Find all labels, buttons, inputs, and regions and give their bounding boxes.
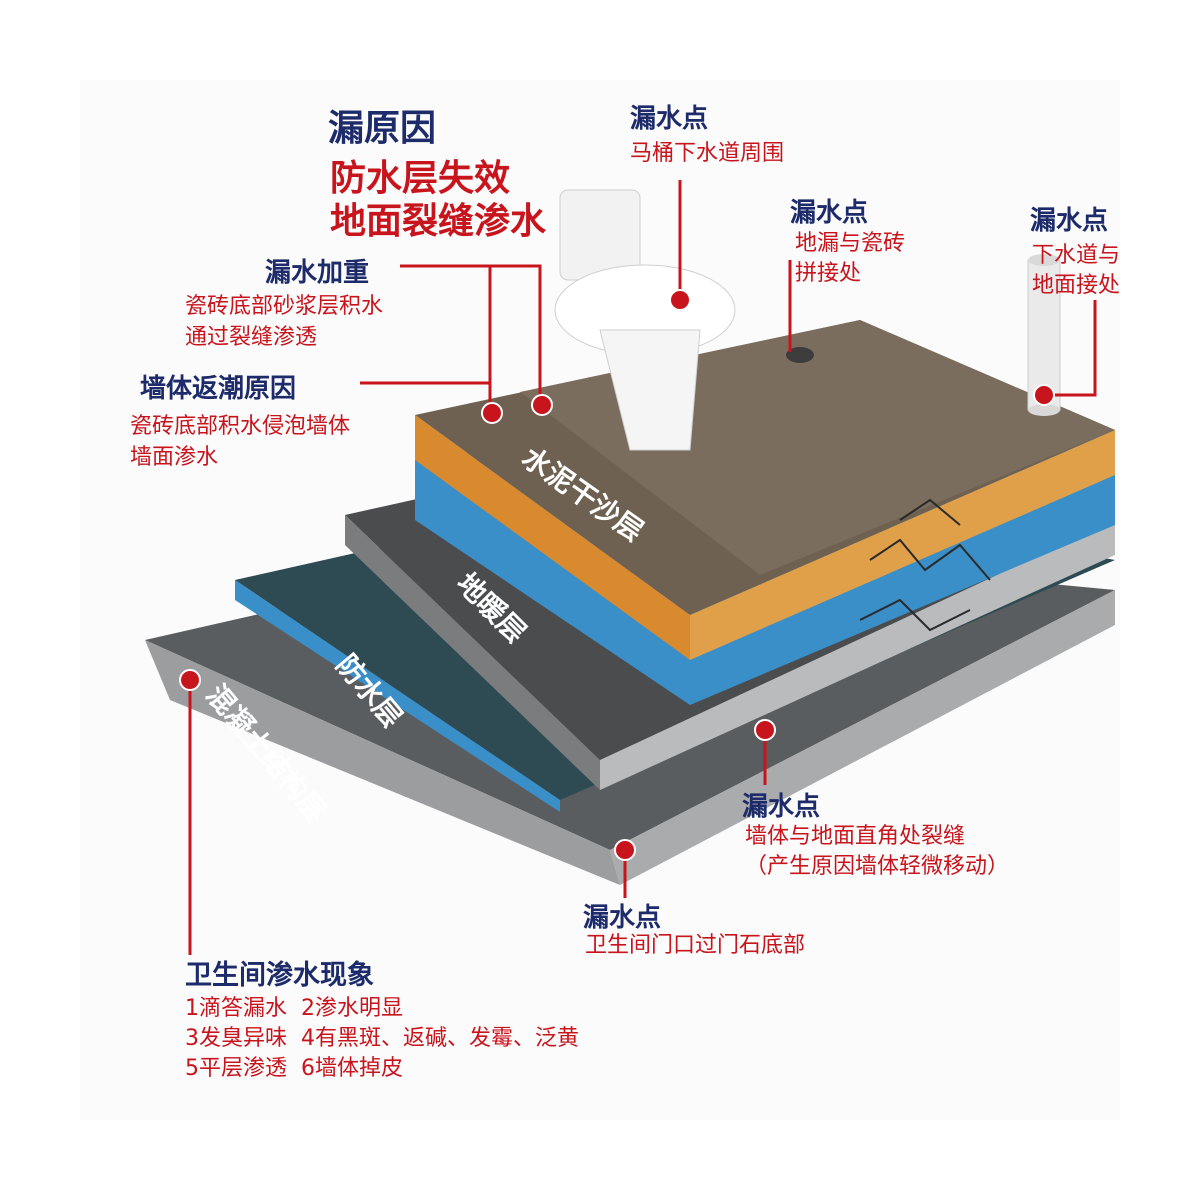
drain-leak-line-2: 拼接处 xyxy=(795,260,861,289)
cause-line-1: 防水层失效 xyxy=(330,158,510,199)
wall-damp-line-1: 瓷砖底部积水侵泡墙体 xyxy=(130,413,350,442)
toilet-leak-line-1: 马桶下水道周围 xyxy=(630,140,784,169)
drain-leak-line-1: 地漏与瓷砖 xyxy=(795,230,905,259)
symptoms-row-1: 1滴答漏水 2渗水明显 xyxy=(185,995,403,1024)
corner-leak-heading: 漏水点 xyxy=(742,786,820,823)
drain-leak-heading: 漏水点 xyxy=(790,192,868,229)
corner-leak-line-2: （产生原因墙体轻微移动） xyxy=(745,853,1009,882)
pipe-leak-line-2: 地面接处 xyxy=(1032,272,1120,301)
door-leak-line-1: 卫生间门口过门石底部 xyxy=(585,932,805,961)
aggravation-heading: 漏水加重 xyxy=(265,252,369,289)
symptoms-row-2: 3发臭异味 4有黑斑、返碱、发霉、泛黄 xyxy=(185,1025,579,1054)
pipe-leak-callout: 漏水点 下水道与 地面接处 xyxy=(1030,200,1130,310)
wall-damp-heading: 墙体返潮原因 xyxy=(140,368,296,405)
toilet-leak-heading: 漏水点 xyxy=(630,98,708,135)
pipe-leak-line-1: 下水道与 xyxy=(1032,242,1120,271)
symptoms-heading: 卫生间渗水现象 xyxy=(185,953,374,992)
pipe-leak-heading: 漏水点 xyxy=(1030,200,1108,237)
cause-title: 漏原因 xyxy=(328,108,436,149)
corner-leak-line-1: 墙体与地面直角处裂缝 xyxy=(745,823,965,852)
cause-line-2: 地面裂缝渗水 xyxy=(330,201,546,242)
wall-damp-line-2: 墙面渗水 xyxy=(130,444,218,473)
symptoms-row-3: 5平层渗透 6墙体掉皮 xyxy=(185,1055,403,1084)
door-leak-heading: 漏水点 xyxy=(583,897,661,934)
aggravation-line-2: 通过裂缝渗透 xyxy=(185,324,317,353)
aggravation-line-1: 瓷砖底部砂浆层积水 xyxy=(185,293,383,322)
